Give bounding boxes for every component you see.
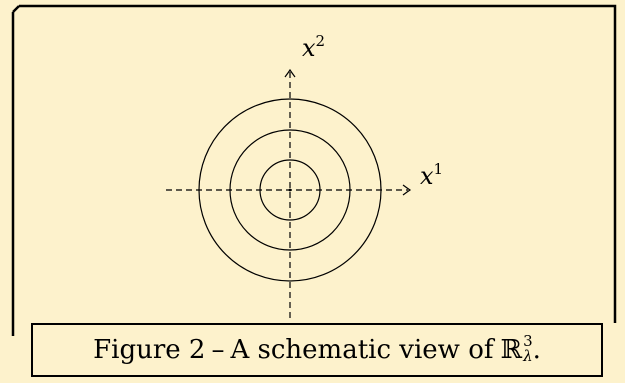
x2-axis-label-sup: 2 bbox=[316, 32, 326, 50]
caption-symbol-sub: λ bbox=[523, 347, 533, 365]
x2-axis-arrowhead bbox=[284, 68, 296, 78]
figure-caption: Figure 2 – A schematic view of ℝ 3 λ . bbox=[31, 323, 603, 377]
caption-symbol-scripts: 3 λ bbox=[523, 334, 533, 364]
outer-frame-top-shadow bbox=[12, 5, 20, 13]
x1-axis-arrowhead bbox=[402, 184, 412, 196]
x1-axis-label: x1 bbox=[420, 160, 443, 190]
x2-axis-label: x2 bbox=[302, 32, 325, 62]
outer-frame bbox=[19, 4, 617, 323]
caption-text: A schematic view of bbox=[230, 335, 494, 365]
caption-symbol: ℝ bbox=[500, 335, 523, 365]
caption-separator: – bbox=[211, 335, 225, 365]
x1-axis-label-base: x bbox=[420, 162, 434, 190]
x1-axis-label-sup: 1 bbox=[434, 160, 444, 178]
origin-point bbox=[288, 188, 292, 192]
caption-prefix: Figure 2 bbox=[93, 335, 206, 365]
caption-end: . bbox=[532, 335, 541, 365]
x2-axis-label-base: x bbox=[302, 34, 316, 62]
caption-symbol-sup: 3 bbox=[523, 332, 533, 350]
